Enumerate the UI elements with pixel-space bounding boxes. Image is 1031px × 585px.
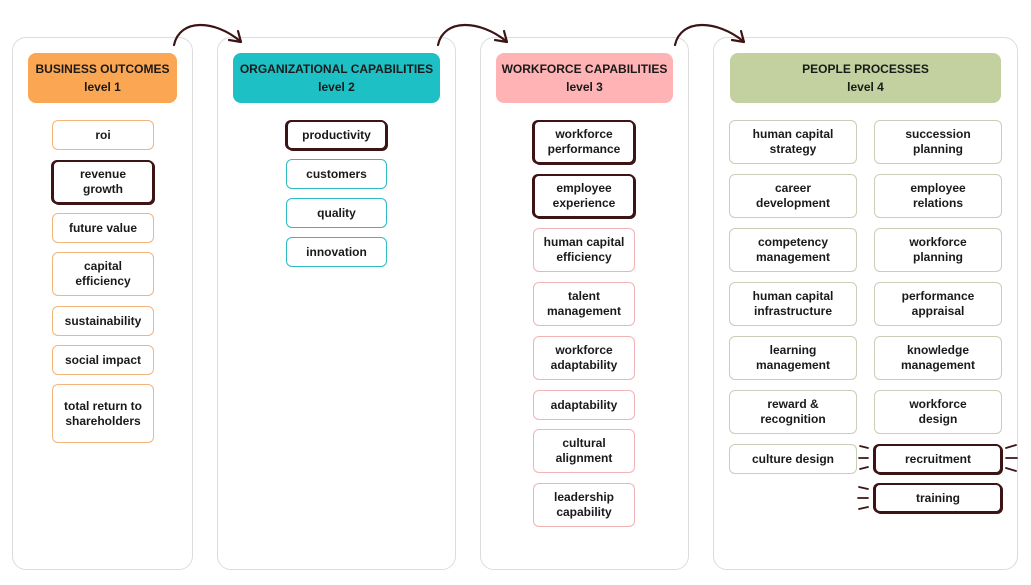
header-people-processes: PEOPLE PROCESSES level 4 <box>730 53 1001 103</box>
item-learning-management: learning management <box>729 336 857 380</box>
header-organizational-capabilities: ORGANIZATIONAL CAPABILITIES level 2 <box>233 53 440 103</box>
item-human-capital-strategy: human capital strategy <box>729 120 857 164</box>
item-career-development: career development <box>729 174 857 218</box>
header-level: level 4 <box>847 80 884 94</box>
item-workforce-adaptability: workforce adaptability <box>533 336 635 380</box>
item-future-value: future value <box>52 213 154 243</box>
item-culture-design: culture design <box>729 444 857 474</box>
item-roi: roi <box>52 120 154 150</box>
item-competency-management: competency management <box>729 228 857 272</box>
header-workforce-capabilities: WORKFORCE CAPABILITIES level 3 <box>496 53 673 103</box>
item-employee-relations: employee relations <box>874 174 1002 218</box>
item-sustainability: sustainability <box>52 306 154 336</box>
item-customers: customers <box>286 159 387 189</box>
item-knowledge-management: knowledge management <box>874 336 1002 380</box>
header-business-outcomes: BUSINESS OUTCOMES level 1 <box>28 53 177 103</box>
item-talent-management: talent management <box>533 282 635 326</box>
item-cultural-alignment: cultural alignment <box>533 429 635 473</box>
item-training: training <box>874 483 1002 513</box>
item-workforce-performance: workforce performance <box>533 120 635 164</box>
item-leadership-capability: leadership capability <box>533 483 635 527</box>
item-workforce-planning: workforce planning <box>874 228 1002 272</box>
header-level: level 1 <box>84 80 121 94</box>
column-business-outcomes <box>12 37 193 570</box>
item-capital-efficiency: capital efficiency <box>52 252 154 296</box>
header-title: ORGANIZATIONAL CAPABILITIES <box>239 62 434 76</box>
item-productivity: productivity <box>286 120 387 150</box>
item-recruitment: recruitment <box>874 444 1002 474</box>
item-succession-planning: succession planning <box>874 120 1002 164</box>
item-social-impact: social impact <box>52 345 154 375</box>
item-total-return: total return to shareholders <box>52 384 154 443</box>
item-human-capital-efficiency: human capital efficiency <box>533 228 635 272</box>
item-performance-appraisal: performance appraisal <box>874 282 1002 326</box>
item-reward-recognition: reward & recognition <box>729 390 857 434</box>
header-title: BUSINESS OUTCOMES <box>35 62 170 76</box>
item-human-capital-infrastructure: human capital infrastructure <box>729 282 857 326</box>
item-adaptability: adaptability <box>533 390 635 420</box>
item-revenue-growth: revenue growth <box>52 160 154 204</box>
item-workforce-design: workforce design <box>874 390 1002 434</box>
header-title: WORKFORCE CAPABILITIES <box>501 62 668 76</box>
item-quality: quality <box>286 198 387 228</box>
item-innovation: innovation <box>286 237 387 267</box>
header-title: PEOPLE PROCESSES <box>802 62 929 76</box>
column-organizational-capabilities <box>217 37 456 570</box>
item-employee-experience: employee experience <box>533 174 635 218</box>
header-level: level 3 <box>566 80 603 94</box>
header-level: level 2 <box>318 80 355 94</box>
